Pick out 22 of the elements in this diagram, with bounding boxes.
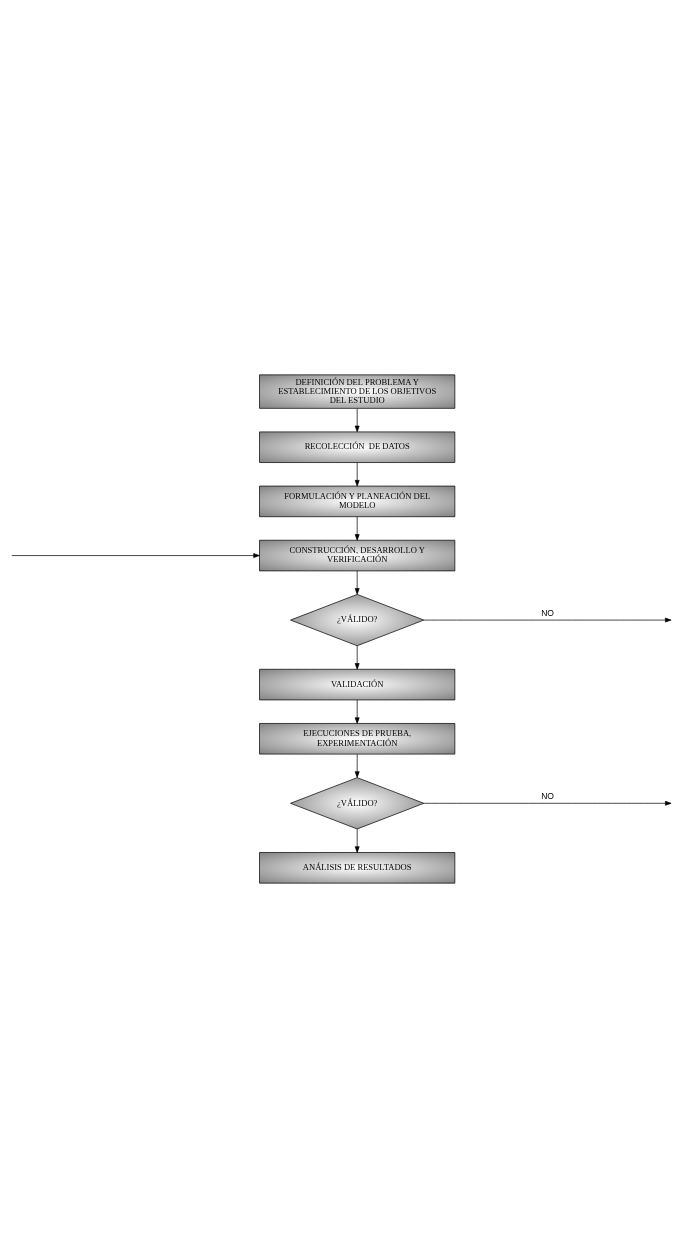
arrow <box>354 515 360 541</box>
arrow <box>354 753 360 778</box>
node-diamond: ¿VÁLIDO? <box>290 593 425 646</box>
arrow <box>354 570 360 595</box>
arrow <box>423 800 672 806</box>
node-box: EJECUCIONES DE PRUEBA, EXPERIMENTACIÓN <box>259 722 456 754</box>
node-box: FORMULACIÓN Y PLANEACIÓN DEL MODELO <box>259 485 456 517</box>
node-box: VALIDACIÓN <box>259 668 456 700</box>
node-box: ANÁLISIS DE RESULTADOS <box>259 851 456 883</box>
arrow <box>354 407 360 432</box>
node-box: RECOLECCIÓN DE DATOS <box>259 431 456 463</box>
node-box: DEFINICIÓN DEL PROBLEMA Y ESTABLECIMIENTO DE LOS OBJETIVOS DEL ESTUDIO <box>259 374 456 409</box>
arrow <box>354 699 360 724</box>
arrow <box>423 617 672 622</box>
edge-label: NO <box>541 607 554 618</box>
edge-label: NO <box>541 790 554 801</box>
arrow <box>354 645 360 670</box>
arrow <box>354 828 360 853</box>
node-diamond: ¿VÁLIDO? <box>290 776 425 829</box>
node-box: CONSTRUCCIÓN, DESARROLLO Y VERIFICACIÓN <box>259 539 456 571</box>
arrow <box>11 552 260 558</box>
arrow <box>354 461 360 486</box>
